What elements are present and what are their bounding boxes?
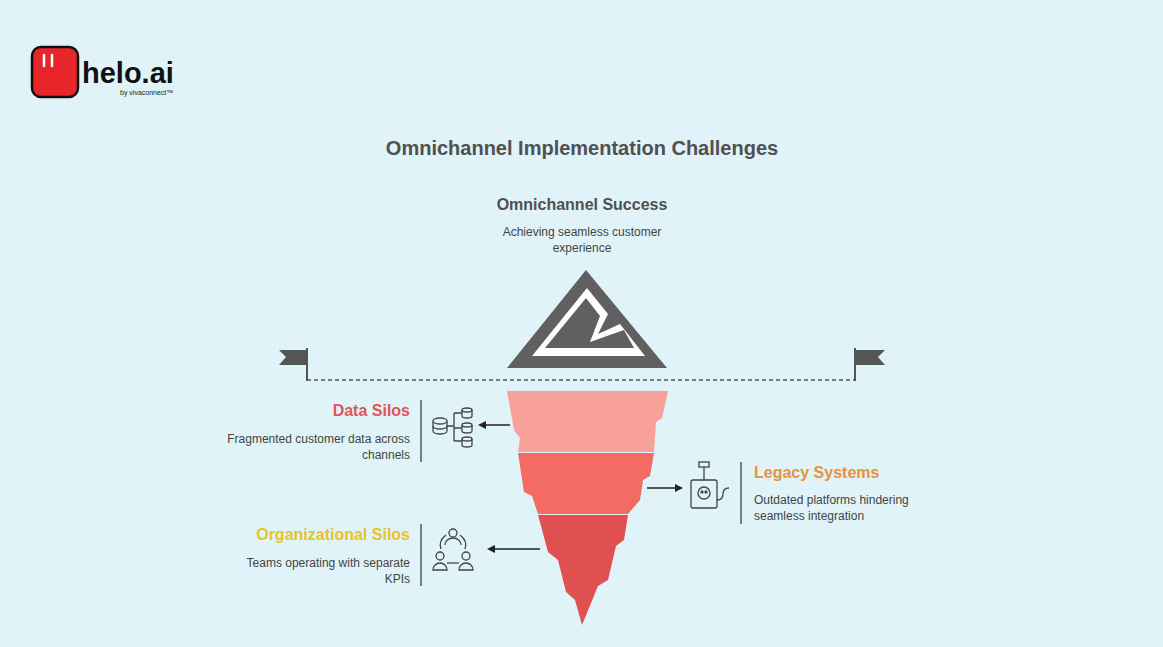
peak-heading: Omnichannel Success	[432, 195, 732, 215]
layer-heading: Legacy Systems	[754, 463, 974, 483]
logo-mark	[32, 47, 78, 97]
diagram-title: Omnichannel Implementation Challenges	[282, 136, 882, 160]
logo-text: helo.ai	[82, 56, 174, 90]
layer-description: Teams operating with separate KPIs	[220, 555, 410, 587]
layer-heading: Organizational Silos	[180, 525, 410, 545]
mountain-tip	[507, 270, 667, 368]
layer-heading: Data Silos	[210, 401, 410, 421]
iceberg-layer-2	[518, 453, 654, 514]
layer-description: Outdated platforms hindering seamless in…	[754, 492, 939, 524]
waterline	[307, 379, 855, 381]
separators	[421, 400, 741, 586]
flag-left	[279, 348, 307, 381]
legacy-icon	[691, 462, 729, 508]
layer-description: Fragmented customer data across channels	[200, 431, 410, 463]
database-icon	[433, 408, 472, 447]
peak-description: Achieving seamless customer experience	[487, 224, 677, 256]
flag-right	[855, 348, 885, 381]
leader-arrows	[478, 421, 683, 553]
iceberg-layer-1	[507, 391, 668, 452]
logo-subtext: by vivaconnect™	[120, 88, 173, 97]
iceberg-layer-3	[538, 515, 628, 625]
people-icon	[433, 529, 473, 570]
